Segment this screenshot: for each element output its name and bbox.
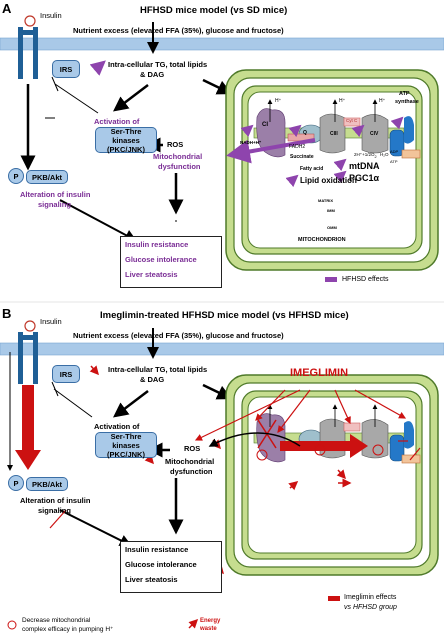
insulin-label-b: Insulin xyxy=(40,317,62,326)
civ-a: CIV xyxy=(370,131,379,137)
mitochondrion-b xyxy=(225,374,439,576)
o2-a: 2H⁺+1/2O2 xyxy=(354,152,377,159)
result-b-2: Liver steatosis xyxy=(125,575,178,584)
ros-label-b: ROS xyxy=(184,444,201,453)
footer-circle-icon xyxy=(7,620,17,630)
nadh-a: NADH+H⁺ xyxy=(240,140,262,145)
legend-label-b-2: vs HFHSD group xyxy=(344,604,397,611)
atp-a: ATP xyxy=(390,159,398,164)
footer-circle-label-2: complex efficacy in pumping H⁺ xyxy=(22,626,114,633)
panel-title-a: HFHSD mice model (vs SD mice) xyxy=(140,5,288,16)
tg-label-b-1: Intra-cellular TG, total lipids xyxy=(108,365,208,374)
insulin-receptor-b xyxy=(18,320,38,384)
p-badge-b: P xyxy=(8,475,24,491)
footer-energy-1: Energy xyxy=(200,618,221,624)
irs-box-a: IRS xyxy=(52,60,80,78)
mito-label-a: MITOCHONDRION xyxy=(298,237,346,243)
ros-label-a: ROS xyxy=(167,140,184,149)
mitochondrion-a xyxy=(225,69,439,271)
omm-a: OMM xyxy=(327,225,337,230)
activation-label-a: Activation of xyxy=(94,117,140,126)
result-a-2: Liver steatosis xyxy=(125,270,178,279)
pgc1a-a: PGC1α xyxy=(349,173,380,183)
panel-letter-b: B xyxy=(2,306,12,321)
fatty-acid-a: Fatty acid xyxy=(300,166,324,172)
cell-membrane-b xyxy=(0,342,444,356)
result-b-0: Insulin resistance xyxy=(125,545,189,554)
purple-up-arrow xyxy=(89,60,106,76)
succinate-a: Succinate xyxy=(290,154,314,160)
kinase-box-b: Ser-Thre kinases(PKC/JNK) xyxy=(95,432,157,459)
ciii-a: CIII xyxy=(330,131,338,137)
panel-letter-a: A xyxy=(2,1,12,16)
red-thick-arrow xyxy=(15,385,41,470)
mito-dys-b-1: Mitochondrial xyxy=(165,457,215,466)
activation-label-b: Activation of xyxy=(94,422,140,431)
energy-waste-icon xyxy=(188,618,199,629)
nutrient-label-a: Nutrient excess (elevated FFA (35%), glu… xyxy=(73,26,284,35)
alteration-b-2: signaling xyxy=(38,506,71,515)
ci-a: CI xyxy=(262,122,268,128)
imeglimin-label: IMEGLIMIN xyxy=(290,367,349,379)
legend-label-a: HFHSD effects xyxy=(342,276,389,283)
panel-title-b: Imeglimin-treated HFHSD mice model (vs H… xyxy=(100,310,349,321)
mito-dys-b-2: dysfunction xyxy=(170,467,213,476)
mito-dys-a-2: dysfunction xyxy=(158,162,201,171)
hplus-a-1: H⁺ xyxy=(275,98,282,104)
result-b-1: Glucose intolerance xyxy=(125,560,197,569)
fadh2-a: FADH2 xyxy=(289,144,306,150)
insulin-receptor-a xyxy=(18,15,38,79)
result-a-0: Insulin resistance xyxy=(125,240,189,249)
hplus-a-2: H⁺ xyxy=(339,98,346,104)
result-a-1: Glucose intolerance xyxy=(125,255,197,264)
matrix-a: MATRIX xyxy=(318,198,334,203)
insulin-label-a: Insulin xyxy=(40,11,62,20)
results-box-a xyxy=(120,236,222,288)
tg-label-a-2: & DAG xyxy=(140,70,165,79)
results-box-b xyxy=(120,541,222,593)
lipid-ox-a: Lipid oxidation xyxy=(300,176,357,185)
pkb-box-b: PKB/Akt xyxy=(26,477,68,491)
atp-synthase-a-1: ATP xyxy=(399,91,410,97)
q-a: Q xyxy=(303,130,307,136)
kinase-box-a: Ser-Thre kinases(PKC/JNK) xyxy=(95,127,157,154)
alteration-b-1: Alteration of insulin xyxy=(20,496,91,505)
legend-label-b-1: Imeglimin effects xyxy=(344,594,397,601)
footer-energy-2: waste xyxy=(200,626,217,632)
tg-label-a-1: Intra-cellular TG, total lipids xyxy=(108,60,208,69)
adp-a: ADP xyxy=(390,149,399,154)
cytc-a: Cyt C xyxy=(346,118,358,123)
mtdna-a: mtDNA xyxy=(349,161,380,171)
imm-a: IMM xyxy=(327,208,335,213)
tg-label-b-2: & DAG xyxy=(140,375,165,384)
legend-swatch-a xyxy=(325,277,337,282)
p-badge-a: P xyxy=(8,168,24,184)
atp-synthase-a-2: synthase xyxy=(395,99,419,105)
irs-box-b: IRS xyxy=(52,365,80,383)
cell-membrane-a xyxy=(0,37,444,51)
pkb-box-a: PKB/Akt xyxy=(26,170,68,184)
h2o-a: H₂O xyxy=(380,152,389,157)
hplus-a-3: H⁺ xyxy=(379,98,386,104)
mito-dys-a-1: Mitochondrial xyxy=(153,152,203,161)
footer-circle-label-1: Decrease mitochondrial xyxy=(22,617,91,624)
alteration-a-2: signaling xyxy=(38,200,71,209)
legend-swatch-b xyxy=(328,596,340,601)
nutrient-label-b: Nutrient excess (elevated FFA (35%), glu… xyxy=(73,331,284,340)
alteration-a-1: Alteration of insulin xyxy=(20,190,91,199)
